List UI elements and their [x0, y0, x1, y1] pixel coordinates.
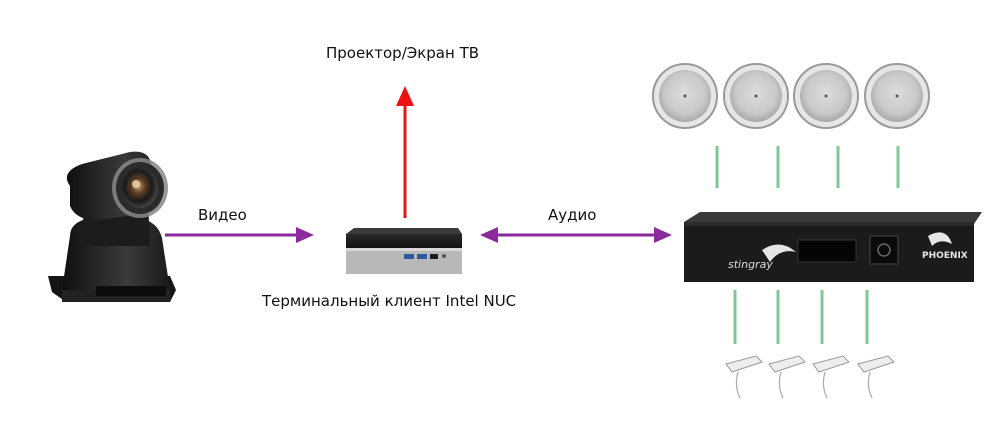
boundary-microphone-icon	[725, 355, 763, 399]
video-arrow	[165, 227, 314, 243]
boundary-microphone-icon	[812, 355, 850, 399]
projector-label: Проектор/Экран ТВ	[326, 44, 480, 62]
audio-label: Аудио	[548, 206, 597, 224]
microphone-links	[733, 290, 869, 344]
speaker-links	[715, 146, 900, 188]
projector-arrow	[396, 86, 414, 218]
client-label: Терминальный клиент Intel NUC	[262, 292, 517, 310]
mini-pc-icon	[346, 228, 462, 274]
ceiling-speaker-icon	[723, 63, 789, 129]
ptz-camera-icon	[48, 151, 176, 302]
audio-arrow	[480, 227, 672, 243]
dsp-processor-icon: stingray PHOENIX	[684, 212, 982, 282]
processor-brand-label: stingray	[728, 258, 773, 271]
ceiling-speaker-icon	[793, 63, 859, 129]
video-label: Видео	[198, 206, 247, 224]
ceiling-speaker-icon	[652, 63, 718, 129]
ceiling-speaker-icon	[864, 63, 930, 129]
processor-logo-label: PHOENIX	[922, 251, 968, 261]
boundary-microphone-icon	[857, 355, 895, 399]
boundary-microphone-icon	[768, 355, 806, 399]
